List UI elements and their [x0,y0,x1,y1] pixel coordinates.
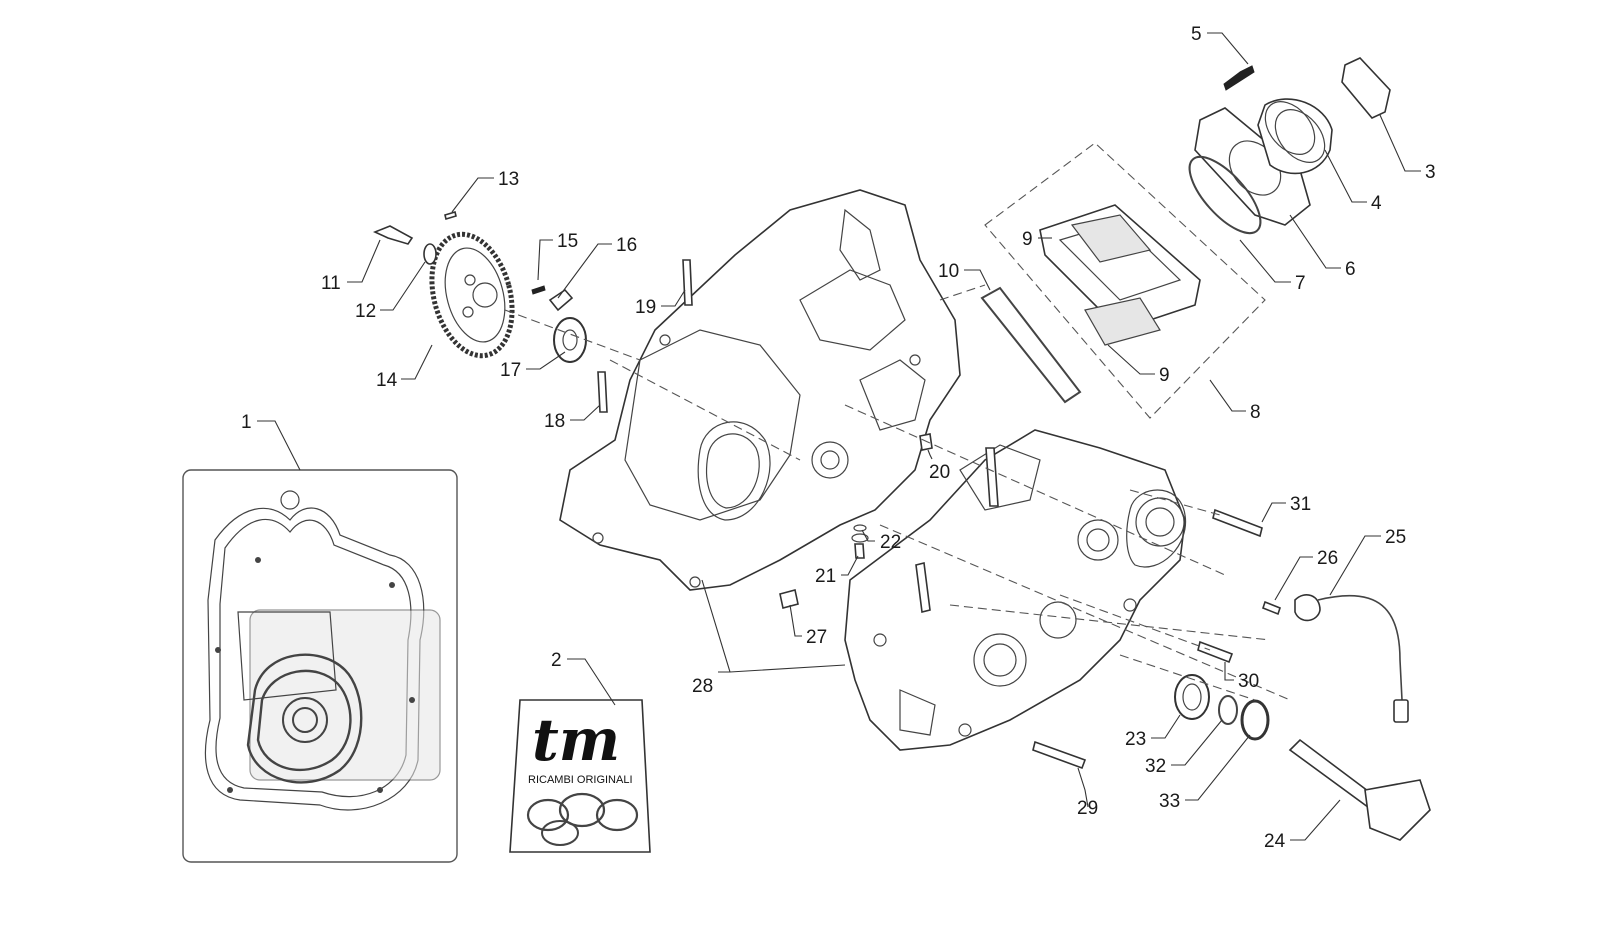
drain-plug [851,533,869,559]
callout-1: 1 [241,412,252,433]
callout-24: 24 [1264,831,1286,852]
right-crankcase-half [844,429,1187,751]
callout-29: 29 [1077,798,1098,819]
bag-caption: RICAMBI ORIGINALI [528,774,633,786]
callout-33: 33 [1159,791,1180,812]
sensor-screw [1262,600,1281,616]
callout-25: 25 [1385,527,1406,548]
case-screw-mid [1197,640,1234,664]
callout-5: 5 [1191,24,1202,45]
stud-bolt-right-lower [915,562,931,613]
callout-4: 4 [1371,193,1382,214]
callout-15: 15 [557,231,578,252]
callout-10: 10 [938,261,959,282]
callout-leaders [257,32,1421,841]
callout-22: 22 [880,532,901,553]
callout-12: 12 [355,301,376,322]
callout-14: 14 [376,370,398,391]
bushing [779,589,799,609]
callout-21: 21 [815,566,836,587]
callout-16: 16 [616,235,637,256]
reed-valve-assembly [980,142,1266,419]
pin [444,210,457,221]
oil-seal [1240,699,1270,741]
balancer-gear [429,231,515,359]
small-screw [531,285,546,295]
callout-2: 2 [551,650,562,671]
starter-shaft [1288,738,1431,841]
bearing [553,317,587,363]
callout-9-bottom: 9 [1159,365,1170,386]
intake-boot [1257,98,1333,175]
callout-32: 32 [1145,756,1166,777]
callout-27: 27 [806,627,827,648]
needle-bearing [1174,674,1210,720]
stud-bolt-right [985,447,999,507]
callout-8: 8 [1250,402,1261,423]
gasket-kit-box [182,469,458,863]
washer [423,243,437,265]
callout-13: 13 [498,169,519,190]
callout-20: 20 [929,462,950,483]
dowel-pin [919,433,933,451]
assembly-lines [504,284,1291,701]
callout-26: 26 [1317,548,1338,569]
callout-18: 18 [544,411,565,432]
stud-bolt-lower [597,371,608,413]
hose-clamp [1341,57,1391,119]
case-screw-long [1212,508,1263,538]
callout-17: 17 [500,360,521,381]
callout-labels: 1 2 3 4 5 6 7 8 9 9 10 11 12 13 14 15 16… [241,24,1436,852]
callout-6: 6 [1345,259,1356,280]
sensor-with-cable [1294,594,1409,723]
stud-bolt-upper [682,259,693,306]
o-ring [1188,155,1262,235]
callout-9-top: 9 [1022,229,1033,250]
callout-28: 28 [692,676,713,697]
callout-7: 7 [1295,273,1306,294]
drain-washer [853,524,867,532]
tm-logo-text: tm [532,706,620,774]
case-screw-short [1032,740,1087,770]
spare-parts-bag: tm RICAMBI ORIGINALI [509,699,651,853]
callout-19: 19 [635,297,656,318]
left-crankcase-half [559,189,961,591]
callout-31: 31 [1290,494,1311,515]
callout-11: 11 [321,273,341,294]
locking-tab [548,288,574,312]
flange-bolt [1223,65,1255,91]
callout-23: 23 [1125,729,1146,750]
circlip [1218,695,1238,725]
gear-bolt [372,225,414,245]
callout-3: 3 [1425,162,1436,183]
callout-30: 30 [1238,671,1259,692]
